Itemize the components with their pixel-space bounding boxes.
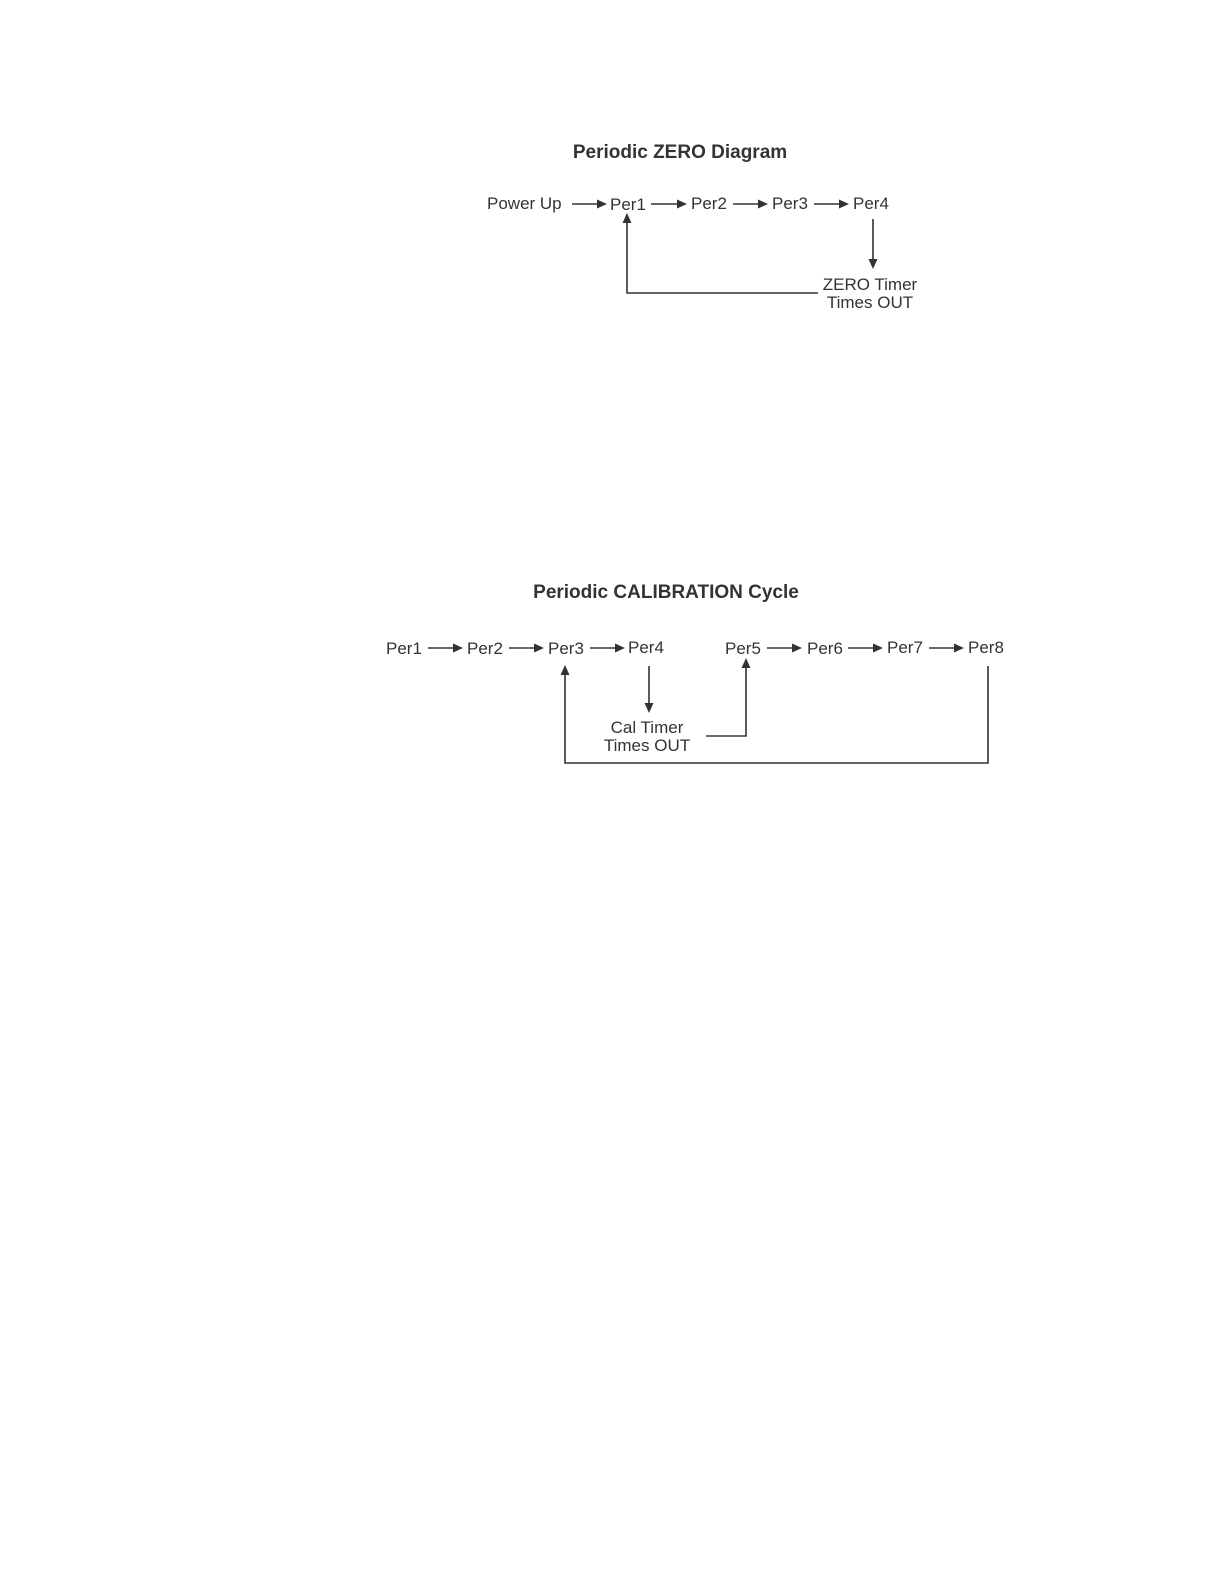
calibration-diagram-title: Periodic CALIBRATION Cycle bbox=[533, 582, 799, 603]
arrow-cal-per3-to-per4 bbox=[590, 644, 625, 653]
node-per4: Per4 bbox=[853, 194, 889, 213]
node-cal-per1: Per1 bbox=[386, 639, 422, 658]
node-per3: Per3 bbox=[772, 194, 808, 213]
arrow-per3-to-per4 bbox=[814, 200, 849, 209]
arrow-cal-per7-to-per8 bbox=[929, 644, 964, 653]
arrow-cal-per1-to-per2 bbox=[428, 644, 463, 653]
calibration-diagram: Periodic CALIBRATION Cycle Per1 Per2 Per… bbox=[386, 582, 1004, 763]
node-cal-per5: Per5 bbox=[725, 639, 761, 658]
arrow-powerup-to-per1 bbox=[572, 200, 607, 209]
arrow-per4-to-zero-timer bbox=[869, 219, 878, 269]
node-cal-per8: Per8 bbox=[968, 638, 1004, 657]
node-per1: Per1 bbox=[610, 195, 646, 214]
node-cal-timer-line2: Times OUT bbox=[604, 736, 690, 755]
node-cal-per6: Per6 bbox=[807, 639, 843, 658]
arrow-cal-per6-to-per7 bbox=[848, 644, 883, 653]
node-cal-per7: Per7 bbox=[887, 638, 923, 657]
node-cal-per3: Per3 bbox=[548, 639, 584, 658]
node-zero-timer-line1: ZERO Timer bbox=[823, 275, 918, 294]
zero-diagram: Periodic ZERO Diagram Power Up Per1 Per2… bbox=[487, 142, 918, 312]
node-zero-timer-line2: Times OUT bbox=[827, 293, 913, 312]
node-cal-per4: Per4 bbox=[628, 638, 664, 657]
node-power-up: Power Up bbox=[487, 194, 562, 213]
zero-diagram-title: Periodic ZERO Diagram bbox=[573, 142, 787, 163]
arrow-cal-timer-to-per5 bbox=[706, 658, 751, 736]
arrow-per1-to-per2 bbox=[651, 200, 687, 209]
feedback-zero-timer-to-per1 bbox=[623, 213, 819, 293]
node-cal-per2: Per2 bbox=[467, 639, 503, 658]
arrow-cal-per2-to-per3 bbox=[509, 644, 544, 653]
arrow-per2-to-per3 bbox=[733, 200, 768, 209]
node-cal-timer-line1: Cal Timer bbox=[611, 718, 684, 737]
arrow-cal-per5-to-per6 bbox=[767, 644, 802, 653]
arrow-cal-per4-to-cal-timer bbox=[645, 666, 654, 713]
node-per2: Per2 bbox=[691, 194, 727, 213]
